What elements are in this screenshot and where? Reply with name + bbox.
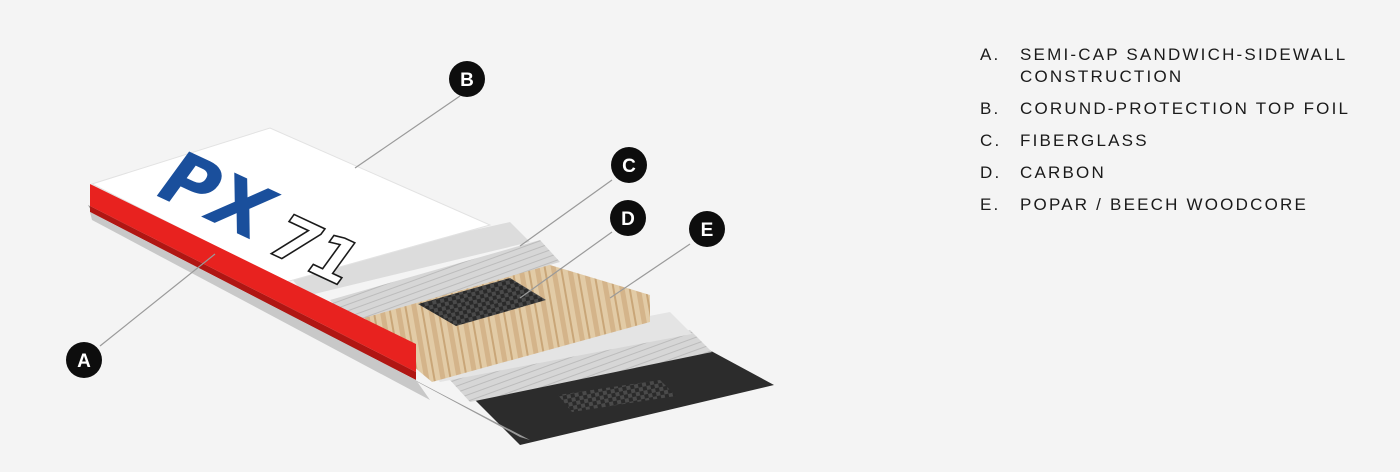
legend-item-a: A. SEMI-CAP SANDWICH-SIDEWALL CONSTRUCTI…: [980, 44, 1390, 88]
sidewall-dark-edge: [90, 206, 416, 380]
legend-label: SEMI-CAP SANDWICH-SIDEWALL CONSTRUCTION: [1020, 45, 1347, 86]
legend-key: E.: [980, 195, 1001, 214]
callout-a: A: [66, 342, 102, 378]
leader-line-d: [519, 231, 613, 299]
callout-d-letter: D: [621, 209, 635, 230]
legend-item-e: E. POPAR / BEECH WOODCORE: [980, 194, 1390, 216]
legend-item-b: B. CORUND-PROTECTION TOP FOIL: [980, 98, 1390, 120]
legend-label: POPAR / BEECH WOODCORE: [1020, 195, 1309, 214]
legend-item-c: C. FIBERGLASS: [980, 130, 1390, 152]
callout-c-letter: C: [622, 156, 636, 177]
fiberglass-upper-2: [330, 240, 560, 322]
leader-line-b: [354, 95, 461, 169]
carbon-lower-layer: [558, 380, 676, 412]
legend-label: CORUND-PROTECTION TOP FOIL: [1020, 99, 1351, 118]
legend-key: B.: [980, 99, 1001, 118]
layer-legend: A. SEMI-CAP SANDWICH-SIDEWALL CONSTRUCTI…: [980, 44, 1390, 226]
callout-d: D: [610, 200, 646, 236]
leader-line-a: [99, 253, 216, 347]
callout-a-letter: A: [77, 351, 91, 372]
carbon-upper-layer: [418, 278, 546, 326]
leader-line-e: [609, 243, 691, 299]
callout-e-letter: E: [701, 220, 714, 241]
callout-e: E: [689, 211, 725, 247]
legend-key: A.: [980, 45, 1001, 64]
legend-label: CARBON: [1020, 163, 1106, 182]
fiberglass-lower-2: [450, 330, 712, 402]
legend-item-d: D. CARBON: [980, 162, 1390, 184]
shell-layer: [90, 212, 430, 400]
sidewall-layer: [90, 184, 416, 372]
legend-key: D.: [980, 163, 1002, 182]
legend-label: FIBERGLASS: [1020, 131, 1149, 150]
legend-key: C.: [980, 131, 1002, 150]
fiberglass-upper-1: [286, 222, 530, 296]
callout-b-letter: B: [460, 70, 474, 91]
leader-line-c: [519, 179, 613, 247]
callout-c: C: [611, 147, 647, 183]
callout-b: B: [449, 61, 485, 97]
ski-layer-diagram: PX 71 A B C D E: [66, 61, 774, 445]
